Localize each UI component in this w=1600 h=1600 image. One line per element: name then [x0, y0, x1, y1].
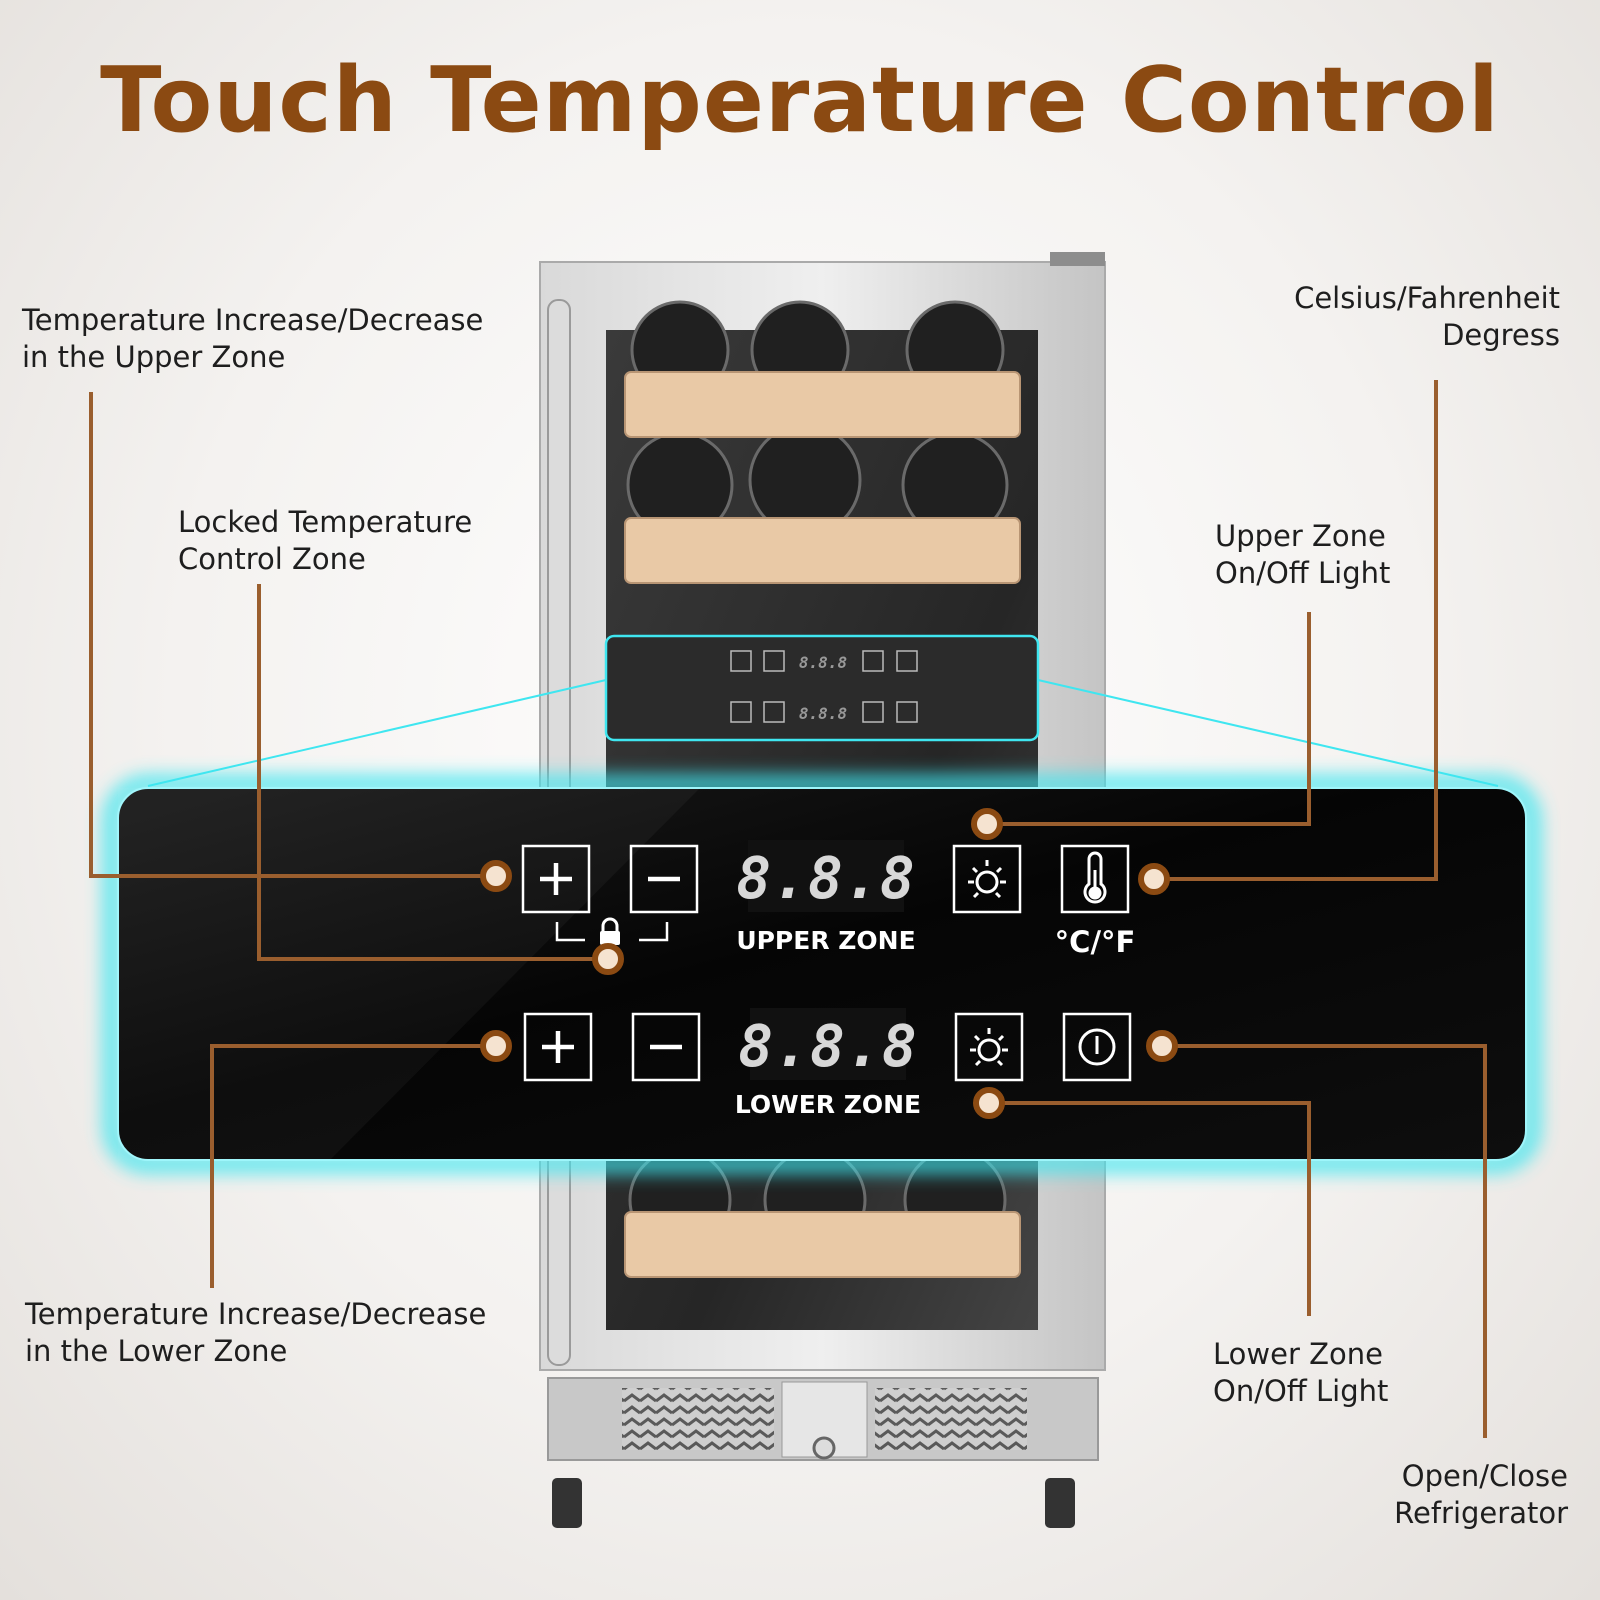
upper-minus-button[interactable]	[629, 844, 699, 914]
marker-lower-inc-dec	[480, 1030, 512, 1062]
mini-control-strip: 8.8.8 8.8.8	[604, 634, 1040, 742]
power-button[interactable]	[1062, 1012, 1132, 1082]
marker-locked	[592, 943, 624, 975]
power-icon	[1078, 1028, 1116, 1066]
celsius-fahrenheit-button[interactable]	[1060, 844, 1130, 914]
lower-display-digits: 8.8.8	[738, 1012, 918, 1080]
svg-text:8.8.8: 8.8.8	[799, 653, 847, 672]
upper-display-digits: 8.8.8	[736, 844, 916, 912]
callout-lower-inc-dec: Temperature Increase/Decrease in the Low…	[25, 1297, 487, 1368]
thermometer-icon	[1083, 851, 1107, 904]
marker-lower-light	[973, 1087, 1005, 1119]
lower-light-button[interactable]	[954, 1012, 1024, 1082]
lower-minus-button[interactable]	[631, 1012, 701, 1082]
upper-plus-button[interactable]	[521, 844, 591, 914]
upper-zone-label: UPPER ZONE	[736, 926, 915, 955]
callout-power: Open/Close Refrigerator	[1394, 1459, 1568, 1530]
upper-light-button[interactable]	[952, 844, 1022, 914]
leader-lines	[89, 380, 1487, 1438]
callout-lower-light: Lower Zone On/Off Light	[1213, 1337, 1389, 1408]
unit-label: °C/°F	[1055, 925, 1136, 959]
light-icon	[970, 1028, 1008, 1067]
plus-icon	[542, 1031, 574, 1063]
svg-text:8.8.8: 8.8.8	[799, 704, 847, 723]
callout-upper-inc-dec: Temperature Increase/Decrease in the Upp…	[22, 303, 484, 374]
plus-icon	[540, 863, 572, 895]
lock-indicator	[555, 917, 669, 945]
callout-locked: Locked Temperature Control Zone	[178, 505, 473, 576]
marker-upper-inc-dec	[480, 860, 512, 892]
callout-celsius-fahrenheit: Celsius/Fahrenheit Degress	[1294, 281, 1560, 352]
light-icon	[968, 860, 1006, 899]
cooler-base	[547, 1377, 1099, 1528]
marker-celsius-fahrenheit	[1138, 863, 1170, 895]
lower-temperature-display: 8.8.8	[738, 1008, 918, 1080]
marker-upper-light	[971, 808, 1003, 840]
callout-markers	[480, 808, 1178, 1119]
callout-upper-light: Upper Zone On/Off Light	[1215, 519, 1391, 590]
zoom-guide-lines	[147, 679, 1499, 787]
marker-power	[1146, 1030, 1178, 1062]
lower-zone-label: LOWER ZONE	[735, 1090, 921, 1119]
page-title: Touch Temperature Control	[100, 48, 1500, 153]
lower-plus-button[interactable]	[523, 1012, 593, 1082]
upper-temperature-display: 8.8.8	[736, 840, 916, 912]
lock-icon	[600, 917, 620, 945]
wooden-shelves	[624, 371, 1021, 1278]
control-panel: 8.8.8 UPPER ZONE °C/°F	[103, 775, 1541, 1173]
